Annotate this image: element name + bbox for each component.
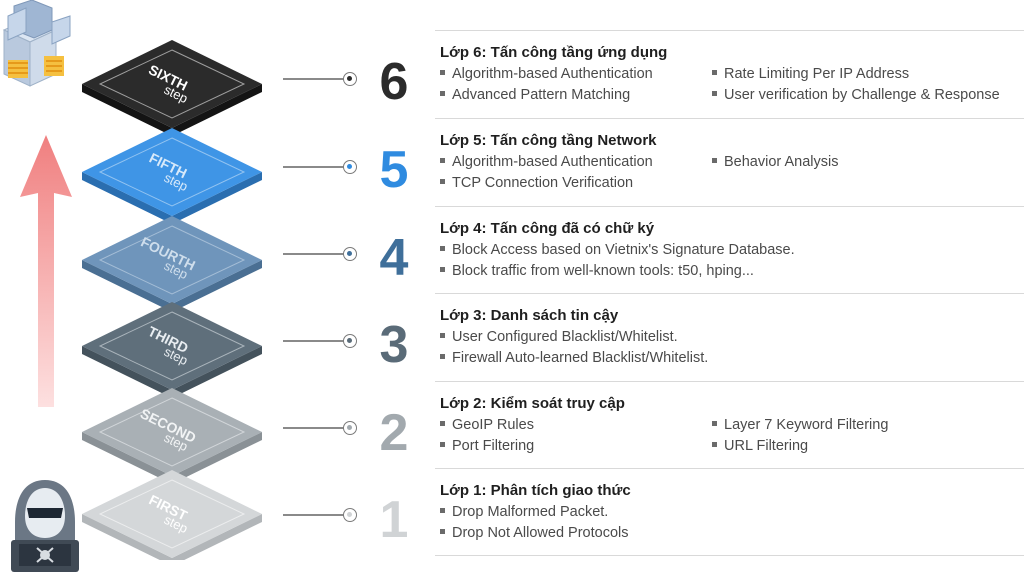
step-item: Drop Not Allowed Protocols: [440, 525, 629, 541]
step-item: Firewall Auto-learned Blacklist/Whitelis…: [440, 350, 708, 366]
bullet-icon: [440, 528, 445, 534]
connector-line: [283, 427, 345, 429]
step-number: 3: [379, 316, 409, 374]
step-number: 2: [379, 404, 409, 462]
divider: [435, 118, 1024, 119]
bullet-icon: [712, 90, 717, 96]
bullet-icon: [440, 507, 445, 513]
step-item-text: Layer 7 Keyword Filtering: [724, 417, 889, 433]
step-number: 5: [379, 141, 409, 199]
step-item: Drop Malformed Packet.: [440, 504, 608, 520]
step-item-text: Drop Malformed Packet.: [452, 504, 609, 520]
bullet-icon: [440, 266, 445, 272]
step-item: TCP Connection Verification: [440, 175, 633, 191]
step-item-text: Algorithm-based Authentication: [452, 154, 653, 170]
bullet-icon: [712, 69, 717, 75]
step-title: Lớp 6: Tấn công tầng ứng dụng: [440, 44, 668, 61]
step-item: GeoIP Rules: [440, 417, 534, 433]
divider: [435, 468, 1024, 469]
divider: [435, 30, 1024, 31]
step-title: Lớp 1: Phân tích giao thức: [440, 482, 631, 499]
bullet-icon: [440, 353, 445, 359]
connector-dot: [343, 421, 357, 435]
step-number: 1: [379, 491, 409, 549]
connector-line: [283, 166, 345, 168]
step-item-text: Behavior Analysis: [724, 154, 839, 170]
bullet-icon: [440, 420, 445, 426]
step-item-text: Block Access based on Vietnix's Signatur…: [452, 242, 795, 258]
step-item-text: GeoIP Rules: [452, 417, 534, 433]
step-item-text: User Configured Blacklist/Whitelist.: [452, 329, 678, 345]
layer-stack: SIXTHstepFIFTHstepFOURTHstepTHIRDstepSEC…: [82, 40, 262, 560]
step-title: Lớp 5: Tấn công tầng Network: [440, 132, 657, 149]
bottom-divider: [435, 555, 1024, 556]
step-item: Advanced Pattern Matching: [440, 87, 630, 103]
step-item: URL Filtering: [712, 438, 808, 454]
step-item-text: Algorithm-based Authentication: [452, 66, 653, 82]
up-arrow-icon: [20, 135, 72, 407]
connector-dot: [343, 508, 357, 522]
bullet-icon: [712, 157, 717, 163]
step-item-text: Drop Not Allowed Protocols: [452, 525, 629, 541]
step-item: Block Access based on Vietnix's Signatur…: [440, 242, 795, 258]
bullet-icon: [440, 332, 445, 338]
bullet-icon: [440, 441, 445, 447]
step-item: Algorithm-based Authentication: [440, 66, 653, 82]
connector-line: [283, 514, 345, 516]
step-item-text: URL Filtering: [724, 438, 809, 454]
connector-dot: [343, 72, 357, 86]
step-title: Lớp 3: Danh sách tin cậy: [440, 307, 619, 324]
step-item: User Configured Blacklist/Whitelist.: [440, 329, 678, 345]
step-item-text: Port Filtering: [452, 438, 535, 454]
bullet-icon: [440, 69, 445, 75]
bullet-icon: [440, 178, 445, 184]
step-item-text: User verification by Challenge & Respons…: [724, 87, 1000, 103]
bullet-icon: [712, 420, 717, 426]
step-item-text: TCP Connection Verification: [452, 175, 634, 191]
connector-dot: [343, 247, 357, 261]
connector-line: [283, 78, 345, 80]
step-item-text: Rate Limiting Per IP Address: [724, 66, 910, 82]
step-row: Lớp 4: Tấn công đã có chữ ký Block Access…: [435, 206, 1024, 294]
divider: [435, 381, 1024, 382]
step-item: Behavior Analysis: [712, 154, 838, 170]
connector-dot: [343, 334, 357, 348]
step-item: Block traffic from well-known tools: t50…: [440, 263, 754, 279]
server-icon: [2, 0, 71, 87]
divider: [435, 293, 1024, 294]
bullet-icon: [440, 245, 445, 251]
hacker-icon: [11, 480, 79, 572]
connector-dot: [343, 160, 357, 174]
bullet-icon: [712, 441, 717, 447]
step-item: Algorithm-based Authentication: [440, 154, 653, 170]
divider: [435, 206, 1024, 207]
connector-line: [283, 340, 345, 342]
step-item: Port Filtering: [440, 438, 534, 454]
connector-line: [283, 253, 345, 255]
step-item-text: Advanced Pattern Matching: [452, 87, 631, 103]
step-item-text: Firewall Auto-learned Blacklist/Whitelis…: [452, 350, 709, 366]
step-item: Rate Limiting Per IP Address: [712, 66, 909, 82]
step-item: User verification by Challenge & Respons…: [712, 87, 1000, 103]
step-title: Lớp 4: Tấn công đã có chữ ký: [440, 220, 655, 237]
bullet-icon: [440, 90, 445, 96]
step-item: Layer 7 Keyword Filtering: [712, 417, 888, 433]
step-item-text: Block traffic from well-known tools: t50…: [452, 263, 754, 279]
bullet-icon: [440, 157, 445, 163]
step-number: 6: [379, 53, 409, 111]
step-title: Lớp 2: Kiểm soát truy cập: [440, 395, 625, 412]
step-number: 4: [379, 229, 409, 287]
